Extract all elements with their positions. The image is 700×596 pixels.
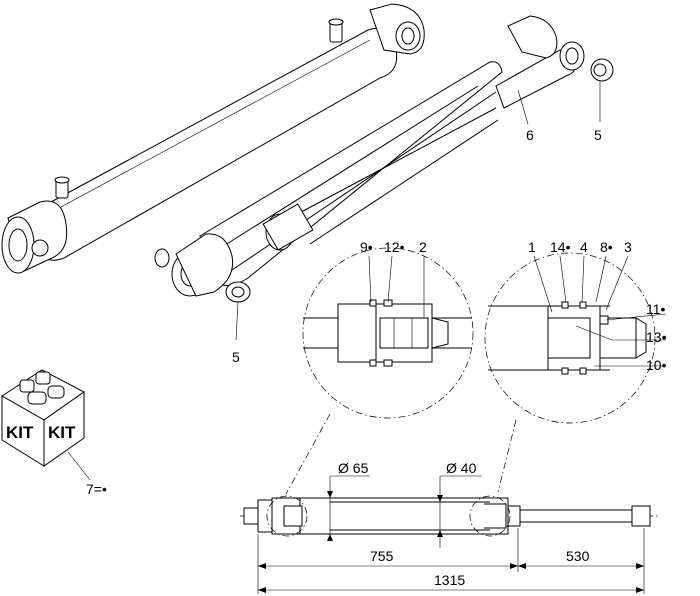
assembled-cylinder [1,3,425,274]
kit-label-right: KIT [48,423,76,442]
kit-label-left: KIT [6,423,34,442]
dimension-bore-diameter: Ø 65 [338,460,369,476]
kit-note: 7=• [86,481,107,497]
callout-4: 4 [580,239,588,255]
callout-5-bottom: 5 [232,349,240,365]
kit-box: KIT KIT [1,369,85,467]
callout-1: 1 [528,239,536,255]
callout-6: 6 [526,127,534,143]
callout-9: 9• [360,239,373,255]
callout-13: 13• [646,329,667,345]
callout-5-top: 5 [594,127,602,143]
detail-piston [302,247,474,419]
dimension-length-a: 755 [370,548,394,564]
callout-11: 11• [646,301,666,317]
callout-8: 8• [600,239,613,255]
dimension-overall-length: 1315 [434,572,465,588]
detail-gland [484,252,656,424]
callout-12: 12• [384,239,405,255]
callout-2: 2 [419,239,427,255]
callout-14: 14• [550,239,571,255]
callout-10: 10• [646,357,667,373]
exploded-cylinder [154,15,614,303]
dimension-length-b: 530 [566,548,590,564]
callout-3: 3 [624,239,632,255]
section-view [240,495,660,537]
dimensions: Ø 65 Ø 40 755 530 1315 [257,460,645,594]
dimension-rod-diameter: Ø 40 [446,460,477,476]
